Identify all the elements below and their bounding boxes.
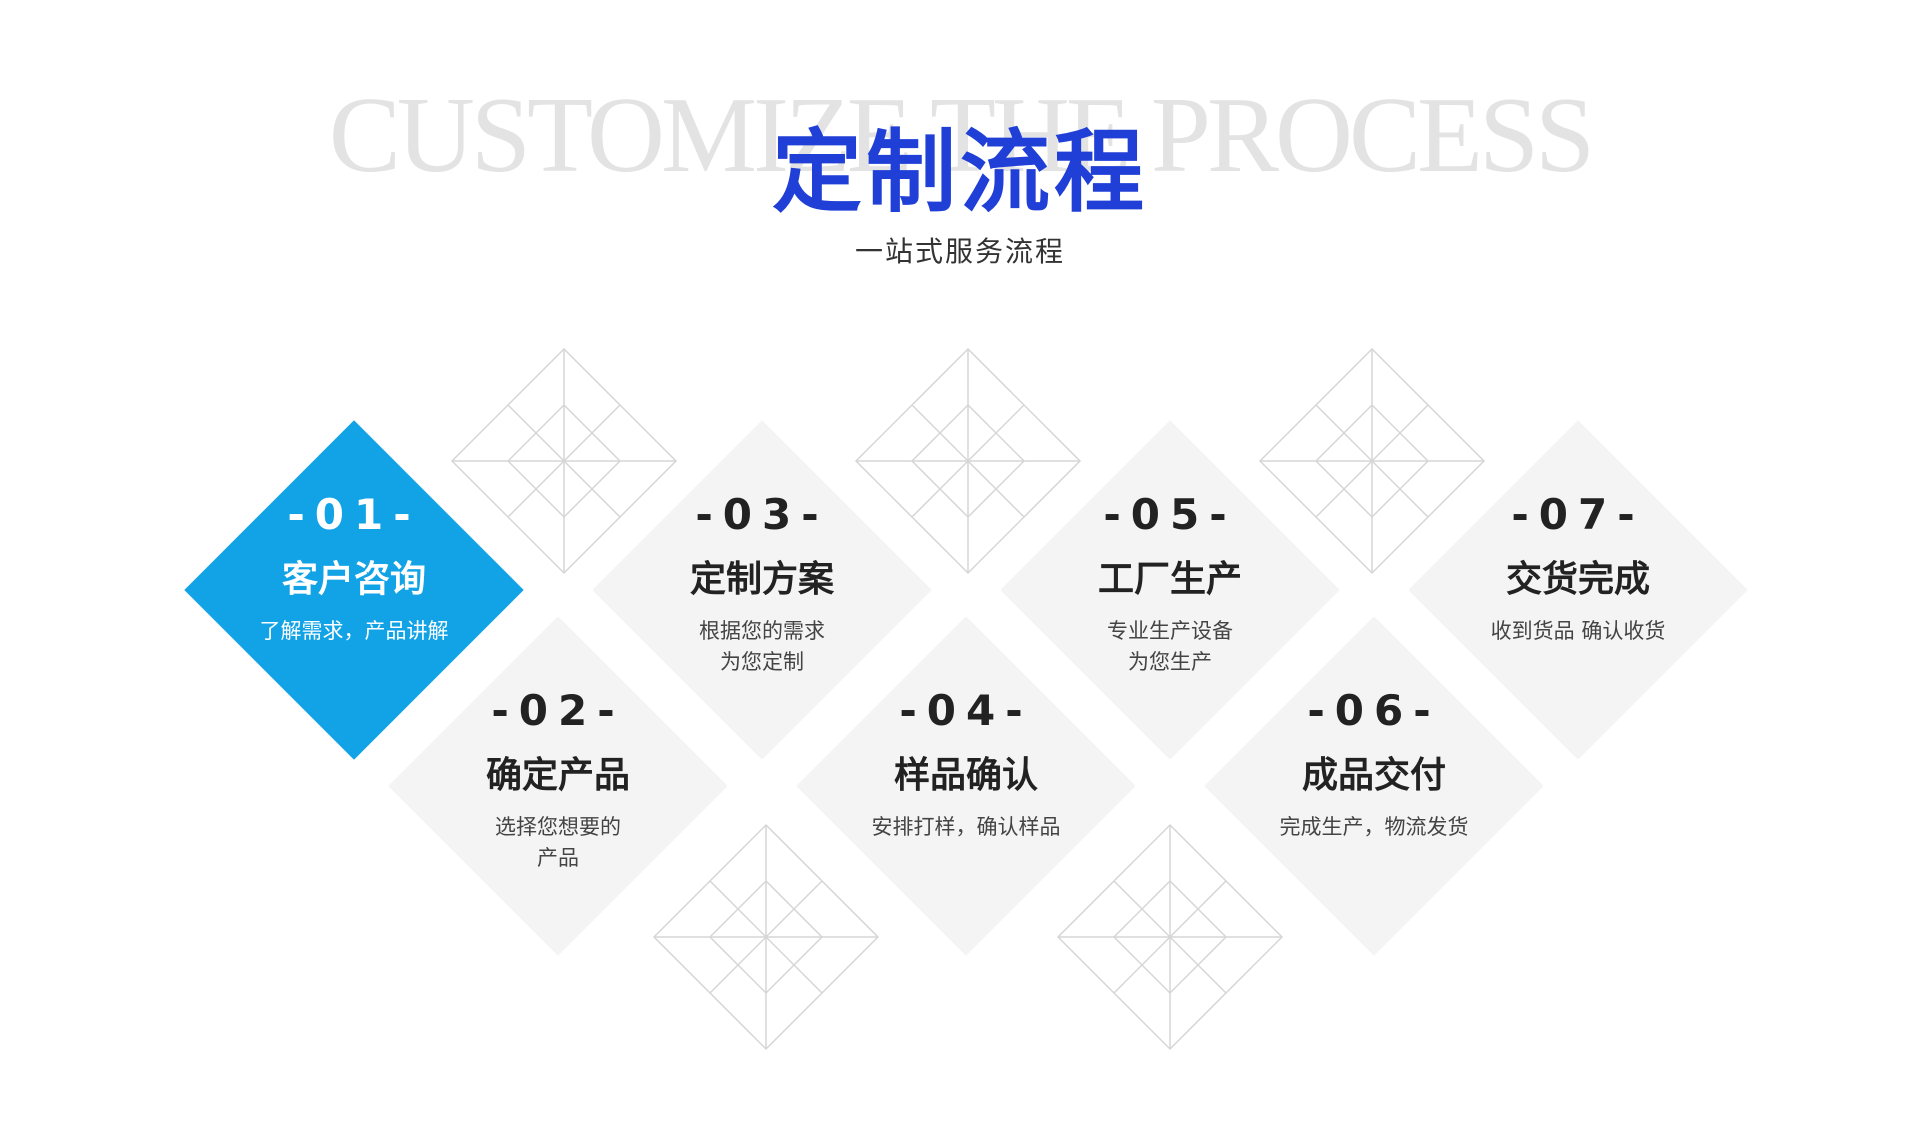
- decorative-diamond-icon: [1257, 346, 1487, 576]
- decorative-diamond-icon: [853, 346, 1083, 576]
- step-card-01[interactable]: -01- 客户咨询 了解需求，产品讲解: [184, 420, 524, 760]
- step-description: 了解需求，产品讲解: [259, 619, 449, 643]
- step-description: 专业生产设备 为您生产: [1107, 619, 1233, 674]
- step-description: 根据您的需求 为您定制: [699, 619, 825, 674]
- step-number: -06-: [1307, 686, 1441, 735]
- step-number: -04-: [899, 686, 1033, 735]
- step-title: 工厂生产: [1097, 559, 1242, 600]
- step-card-02[interactable]: -02- 确定产品 选择您想要的 产品: [388, 616, 728, 956]
- step-number: -02-: [491, 686, 625, 735]
- decorative-diamond-icon: [449, 346, 679, 576]
- decorative-diamond-icon: [651, 822, 881, 1052]
- page-title: 定制流程: [772, 120, 1148, 225]
- step-number: -03-: [695, 490, 829, 539]
- step-title: 样品确认: [893, 755, 1038, 796]
- step-description: 安排打样，确认样品: [871, 815, 1061, 839]
- step-number: -01-: [287, 490, 421, 539]
- step-card-04[interactable]: -04- 样品确认 安排打样，确认样品: [796, 616, 1136, 956]
- step-title: 客户咨询: [281, 559, 426, 600]
- step-title: 定制方案: [689, 559, 834, 600]
- step-number: -07-: [1511, 490, 1645, 539]
- step-card-03[interactable]: -03- 定制方案 根据您的需求 为您定制: [592, 420, 932, 760]
- step-description: 选择您想要的 产品: [495, 815, 621, 870]
- step-card-06[interactable]: -06- 成品交付 完成生产，物流发货: [1204, 616, 1544, 956]
- step-description: 收到货品 确认收货: [1490, 619, 1666, 643]
- step-title: 确定产品: [485, 755, 630, 796]
- step-title: 交货完成: [1505, 559, 1650, 600]
- step-title: 成品交付: [1301, 755, 1446, 796]
- step-card-07[interactable]: -07- 交货完成 收到货品 确认收货: [1408, 420, 1748, 760]
- background-watermark-title: CUSTOMIZE THE PROCESS: [328, 76, 1595, 195]
- decorative-diamond-icon: [1055, 822, 1285, 1052]
- step-number: -05-: [1103, 490, 1237, 539]
- step-description: 完成生产，物流发货: [1279, 815, 1469, 839]
- step-card-05[interactable]: -05- 工厂生产 专业生产设备 为您生产: [1000, 420, 1340, 760]
- page-subtitle: 一站式服务流程: [854, 235, 1065, 268]
